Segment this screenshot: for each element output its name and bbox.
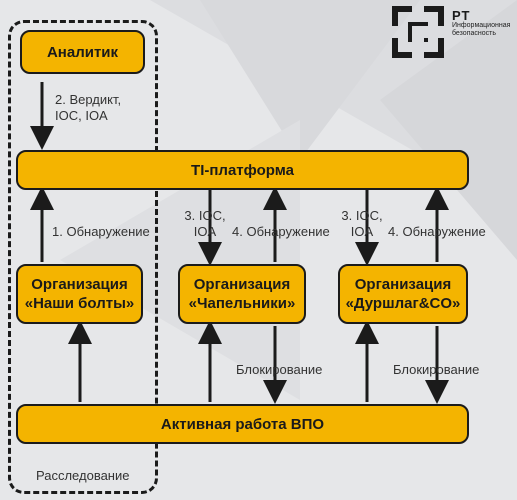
logo-subtitle: Информационная безопасность	[452, 22, 511, 37]
org-nashi-bolty-node: Организация «Наши болты»	[16, 264, 143, 324]
org-chapelniki-node: Организация «Чапельники»	[178, 264, 306, 324]
label-ioc-a: 3. IOC, IOA	[184, 208, 226, 239]
label-verdict: 2. Вердикт, IOC, IOA	[55, 92, 122, 123]
label-block-b: Блокирование	[393, 362, 480, 377]
label-detect1: 1. Обнаружение	[52, 224, 150, 239]
rt-logo-icon	[392, 6, 444, 63]
label-detect-b: 4. Обнаружение	[388, 224, 486, 239]
active-malware-node: Активная работа ВПО	[16, 404, 469, 444]
analyst-node: Аналитик	[20, 30, 145, 74]
label-block-a: Блокирование	[236, 362, 323, 377]
investigation-boundary	[8, 20, 158, 494]
label-investigation: Расследование	[36, 468, 130, 483]
label-detect-a: 4. Обнаружение	[232, 224, 330, 239]
org-durshlag-node: Организация «Дуршлаг&CO»	[338, 264, 468, 324]
logo-brand: РТ	[452, 8, 471, 23]
ti-platform-node: TI-платформа	[16, 150, 469, 190]
label-ioc-b: 3. IOC, IOA	[341, 208, 383, 239]
